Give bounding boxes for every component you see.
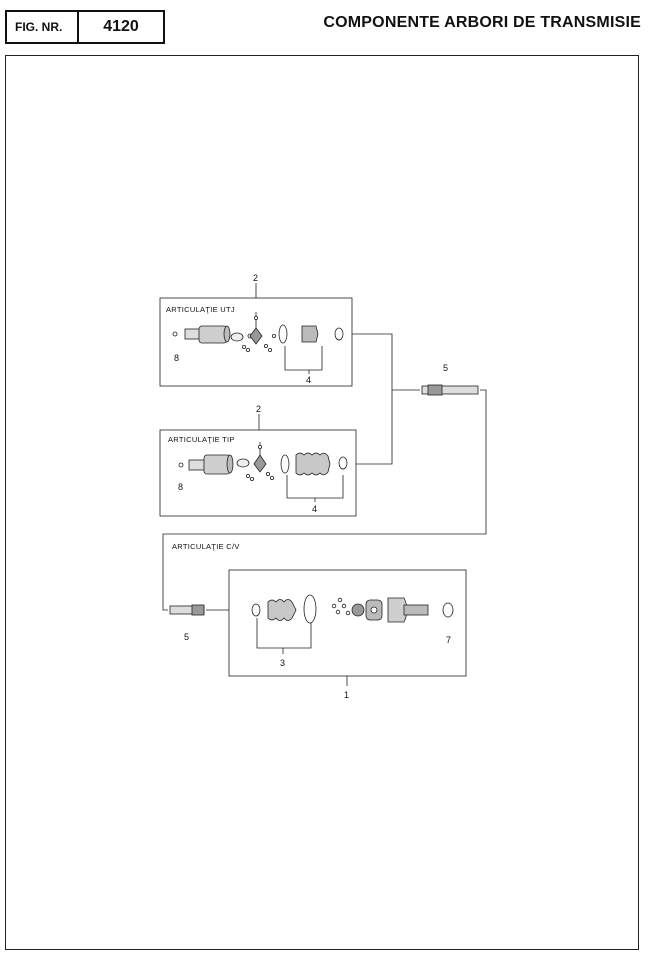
utj-end-clamp: [334, 327, 344, 341]
callout-cv-clip: 7: [446, 635, 451, 645]
tip-stub-shaft: [188, 459, 206, 471]
callout-utj-shaft: 8: [174, 353, 179, 363]
callout-utj-assembly: 2: [253, 273, 258, 283]
tip-housing: [203, 454, 231, 475]
cv-boot: [267, 599, 297, 621]
utj-small-ring: [172, 331, 178, 337]
tip-end-clamp: [338, 456, 348, 470]
utj-tripod: [249, 327, 263, 345]
cv-small-clamp: [251, 603, 261, 617]
tip-clamp: [280, 454, 290, 474]
cv-panel: [228, 569, 467, 677]
callout-shaft-right: 5: [443, 363, 448, 373]
cv-inner-race: [351, 603, 365, 617]
utj-clamp: [278, 324, 288, 344]
utj-housing: [198, 325, 228, 344]
section-label-utj: ARTICULAŢIE UTJ: [166, 305, 235, 314]
cv-circlip: [442, 602, 454, 618]
utj-boot: [301, 325, 319, 343]
callout-cv-assembly: 1: [344, 690, 349, 700]
utj-seal: [230, 332, 244, 342]
tip-panel: [159, 429, 357, 517]
callout-tip-assembly: 2: [256, 404, 261, 414]
fig-label: FIG. NR.: [7, 12, 79, 42]
diagram-frame: [5, 55, 639, 950]
tip-tripod: [253, 454, 267, 473]
drive-shaft-right: [421, 385, 479, 395]
callout-tip-shaft: 8: [178, 482, 183, 492]
section-label-cv: ARTICULAŢIE C/V: [172, 542, 240, 551]
callout-tip-boot: 4: [312, 504, 317, 514]
page-title: COMPONENTE ARBORI DE TRANSMISIE: [323, 14, 641, 31]
figure-number-box: FIG. NR. 4120: [5, 10, 165, 44]
tip-seal: [236, 458, 250, 468]
cv-large-clamp: [303, 594, 317, 624]
fig-number: 4120: [103, 18, 139, 35]
tip-small-ring: [178, 462, 184, 468]
callout-utj-boot: 4: [306, 375, 311, 385]
callout-cv-boot: 3: [280, 658, 285, 668]
tip-boot: [295, 452, 331, 476]
callout-shaft-left: 5: [184, 632, 189, 642]
section-label-tip: ARTICULAŢIE TIP: [168, 435, 235, 444]
cv-stub-shaft: [403, 604, 429, 616]
